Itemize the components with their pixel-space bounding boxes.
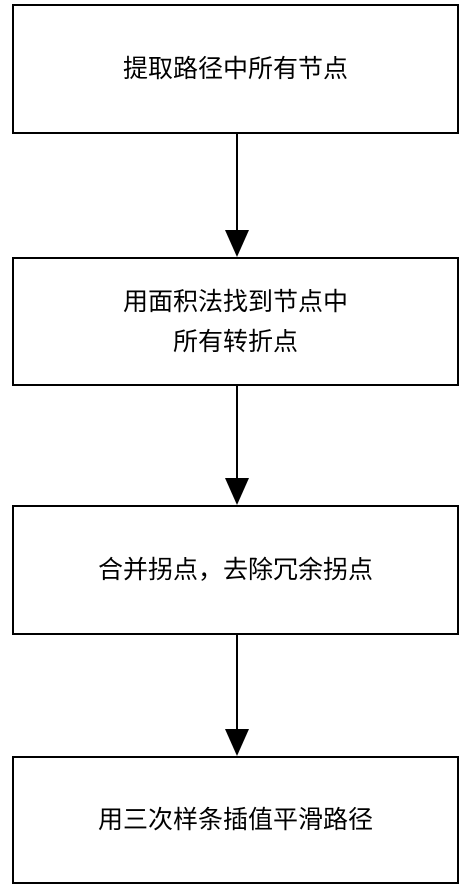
step-1-text: 提取路径中所有节点 <box>123 49 348 89</box>
step-4-line-1: 用三次样条插值平滑路径 <box>97 805 373 834</box>
arrow-2-to-3 <box>225 386 249 505</box>
arrow-3-to-4 <box>225 635 249 756</box>
step-1-line-1: 提取路径中所有节点 <box>122 54 348 83</box>
arrow-1-to-2 <box>225 134 249 257</box>
arrow-2-head <box>225 478 249 505</box>
step-2-line-2: 所有转折点 <box>172 326 298 356</box>
step-2-text: 用面积法找到节点中 所有转折点 <box>123 282 348 362</box>
step-2-line-1: 用面积法找到节点中 <box>122 286 348 316</box>
step-1-box: 提取路径中所有节点 <box>12 4 459 134</box>
step-2-box: 用面积法找到节点中 所有转折点 <box>12 257 459 386</box>
step-3-line-1: 合并拐点，去除冗余拐点 <box>97 555 373 584</box>
arrow-1-head <box>225 230 249 257</box>
step-3-box: 合并拐点，去除冗余拐点 <box>12 505 459 635</box>
step-4-box: 用三次样条插值平滑路径 <box>12 756 459 884</box>
arrow-3-head <box>225 729 249 756</box>
step-4-text: 用三次样条插值平滑路径 <box>98 800 373 840</box>
step-3-text: 合并拐点，去除冗余拐点 <box>98 550 373 590</box>
